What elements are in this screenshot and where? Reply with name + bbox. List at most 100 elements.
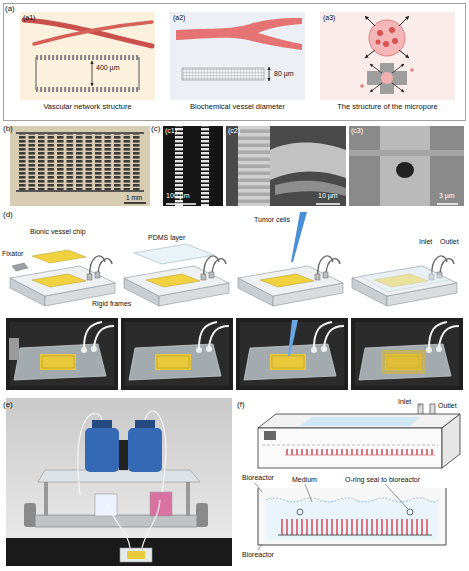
scale-bar <box>437 203 458 205</box>
scale-bar <box>166 203 196 205</box>
fixator <box>9 338 19 360</box>
bottle <box>85 428 119 472</box>
photo <box>121 318 233 390</box>
device-photo <box>121 318 233 390</box>
panel-letter: (c3) <box>351 127 363 135</box>
pdms-layer <box>134 244 214 264</box>
post <box>44 482 48 516</box>
pipette <box>291 212 307 262</box>
leader-line <box>385 484 408 509</box>
device-body <box>352 256 457 306</box>
beaker <box>150 492 172 516</box>
sem-ladder <box>201 126 209 206</box>
panel-letter: (a) <box>5 4 15 13</box>
part-label: Bionic vessel chip <box>30 228 86 236</box>
post <box>186 482 190 516</box>
photo-bg <box>6 398 232 566</box>
leader-line <box>420 404 421 407</box>
tube <box>106 500 130 548</box>
ladder-array <box>18 134 142 190</box>
photo <box>6 318 118 390</box>
rail <box>35 55 140 60</box>
chip <box>32 250 86 263</box>
part-label: Tumor cells <box>254 216 290 224</box>
hidden-line <box>262 445 438 446</box>
panel-letter: (c2) <box>228 127 240 135</box>
device-photo <box>236 318 348 390</box>
port-label: Inlet <box>419 238 432 246</box>
part-label: O-ring seal to bioreactor <box>345 476 420 484</box>
assembly-step <box>10 250 115 306</box>
chip-holder <box>120 548 152 562</box>
cell <box>410 68 414 72</box>
dimension: 400 µm <box>96 64 120 72</box>
caption: Biochemical vessel diameter <box>165 103 310 112</box>
table <box>6 538 232 566</box>
panel-letter: (c1) <box>165 127 177 135</box>
pore-center <box>381 72 393 84</box>
handle <box>196 503 208 527</box>
cell <box>383 41 389 47</box>
port-label: Outlet <box>440 238 459 246</box>
medium <box>266 500 438 540</box>
panel-letter: (a3) <box>323 14 335 22</box>
chip-base <box>278 535 432 536</box>
pillar-row <box>280 519 430 535</box>
rail-end <box>138 57 140 90</box>
bottle <box>128 428 162 472</box>
pipette <box>288 320 298 356</box>
assembly-step <box>352 256 457 306</box>
panel-letter: (a1) <box>23 14 35 22</box>
rail <box>16 190 144 192</box>
chip-mark <box>264 431 276 440</box>
scale-bar <box>316 203 340 205</box>
dimension-arrow <box>269 67 270 81</box>
scale-label: 10 µm <box>318 192 338 200</box>
glass-plate <box>38 470 200 482</box>
assembly-step <box>238 212 343 306</box>
scale-label: 3 µm <box>439 192 455 200</box>
handle <box>24 503 36 527</box>
pdms-layer <box>360 266 450 292</box>
cell <box>377 30 383 36</box>
part-label: PDMS layer <box>148 234 185 242</box>
o-ring <box>297 509 303 515</box>
part-label: Medium <box>292 476 317 484</box>
cell <box>376 40 381 45</box>
device-photo <box>6 318 118 390</box>
panel-letter: (f) <box>237 400 245 409</box>
cell <box>392 38 398 44</box>
sem-beam <box>380 126 430 206</box>
box-top <box>258 414 460 428</box>
panel-letter: (c) <box>151 124 160 133</box>
fixator <box>12 263 28 271</box>
device-body <box>124 256 229 306</box>
leader-line <box>258 544 262 550</box>
panel-frame: (a)(a1)400 µmVascular network structure(… <box>3 3 466 121</box>
chip <box>127 551 145 559</box>
leader-line <box>255 483 262 492</box>
panel-letter: (a2) <box>173 14 185 22</box>
pillar-base <box>285 455 435 456</box>
cell <box>360 84 364 88</box>
scale-bar <box>124 202 146 204</box>
container <box>258 488 446 545</box>
sem-image <box>226 126 346 206</box>
scale-label: 1 mm <box>126 194 142 201</box>
tube <box>142 500 160 548</box>
rail <box>16 132 144 134</box>
medium-surface <box>266 498 438 502</box>
box-front <box>258 428 442 468</box>
micropore <box>396 162 414 178</box>
pump <box>119 440 128 470</box>
tube <box>145 411 166 492</box>
box-side <box>442 414 460 468</box>
photo <box>236 318 348 390</box>
chip-photo <box>10 126 150 206</box>
device-body <box>10 256 115 306</box>
assembled-chip <box>381 350 425 374</box>
panel-letter: (b) <box>3 124 13 133</box>
panel-letter: (d) <box>3 210 13 219</box>
